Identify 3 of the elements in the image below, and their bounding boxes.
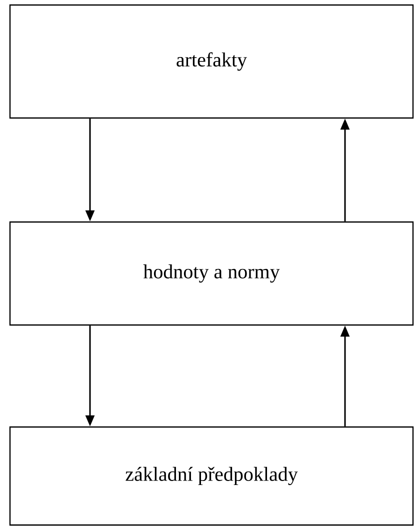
process-box: artefakty [9, 4, 414, 119]
process-box: hodnoty a normy [9, 221, 414, 326]
process-box: základní předpoklady [9, 426, 414, 526]
